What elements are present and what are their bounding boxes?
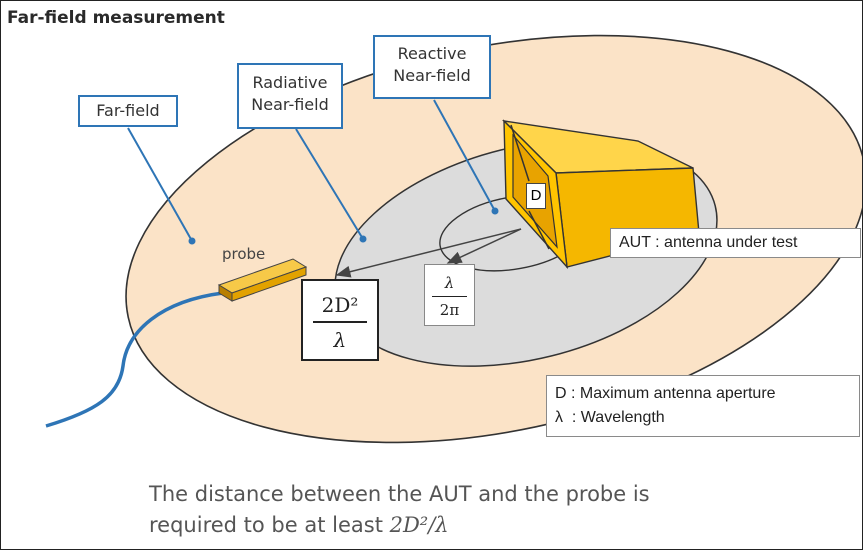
far-field-leader	[127, 127, 193, 242]
aut-label: AUT : antenna under test	[610, 228, 861, 258]
aperture-d-label: D	[526, 183, 546, 209]
far-field-label-text: Far-field	[96, 101, 160, 120]
radiative-label-line1: Radiative	[252, 73, 328, 92]
reactive-label-line1: Reactive	[397, 44, 467, 63]
reactive-label-line2: Near-field	[393, 66, 471, 85]
radiative-near-field-label: Radiative Near-field	[237, 63, 343, 129]
caption-line2-text: required to be at least	[149, 513, 390, 537]
far-distance-denominator: λ	[333, 328, 347, 352]
caption-formula: 2D²/λ	[389, 513, 449, 537]
reactive-distance-arrow	[446, 228, 522, 264]
reactive-numerator: λ	[444, 274, 455, 292]
reactive-near-field-label: Reactive Near-field	[373, 35, 491, 99]
reactive-distance-formula: λ 2π	[424, 264, 475, 326]
legend-box: D : Maximum antenna aperture λ : Wavelen…	[546, 375, 860, 437]
far-distance-numerator: 2D²	[321, 293, 359, 317]
probe-label: probe	[222, 245, 266, 263]
far-distance-formula: 2D² λ	[301, 279, 379, 361]
probe-cable	[45, 291, 224, 428]
far-distance-arrow	[335, 228, 522, 278]
legend-aperture: D : Maximum antenna aperture	[555, 385, 776, 402]
far-field-label: Far-field	[78, 95, 178, 127]
caption: The distance between the AUT and the pro…	[149, 479, 650, 541]
radiative-label-line2: Near-field	[251, 95, 329, 114]
caption-line1: The distance between the AUT and the pro…	[149, 482, 650, 506]
reactive-leader	[433, 99, 496, 212]
radiative-leader	[295, 128, 364, 240]
caption-line2: required to be at least 2D²/λ	[149, 510, 650, 541]
legend-wavelength: λ : Wavelength	[555, 409, 665, 426]
page-title: Far-field measurement	[7, 8, 225, 28]
aut-label-text: AUT : antenna under test	[619, 234, 798, 251]
reactive-denominator: 2π	[439, 301, 460, 319]
probe-icon	[217, 258, 308, 302]
